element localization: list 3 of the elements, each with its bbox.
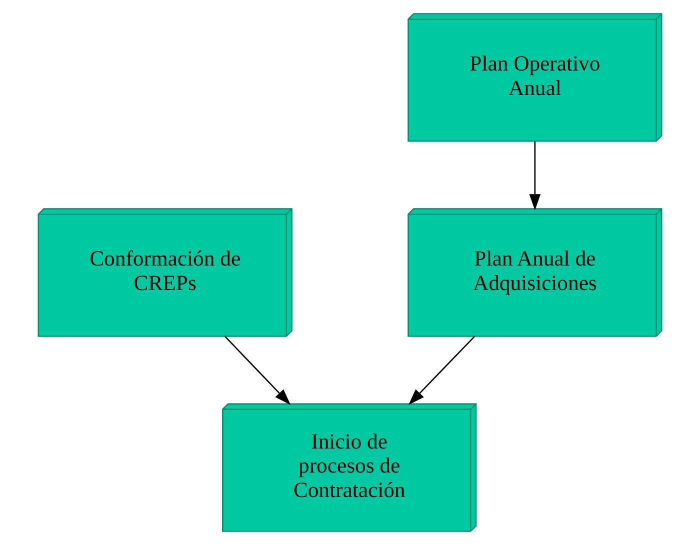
arrow [224,336,290,405]
arrow [408,336,475,405]
arrow [528,141,540,210]
